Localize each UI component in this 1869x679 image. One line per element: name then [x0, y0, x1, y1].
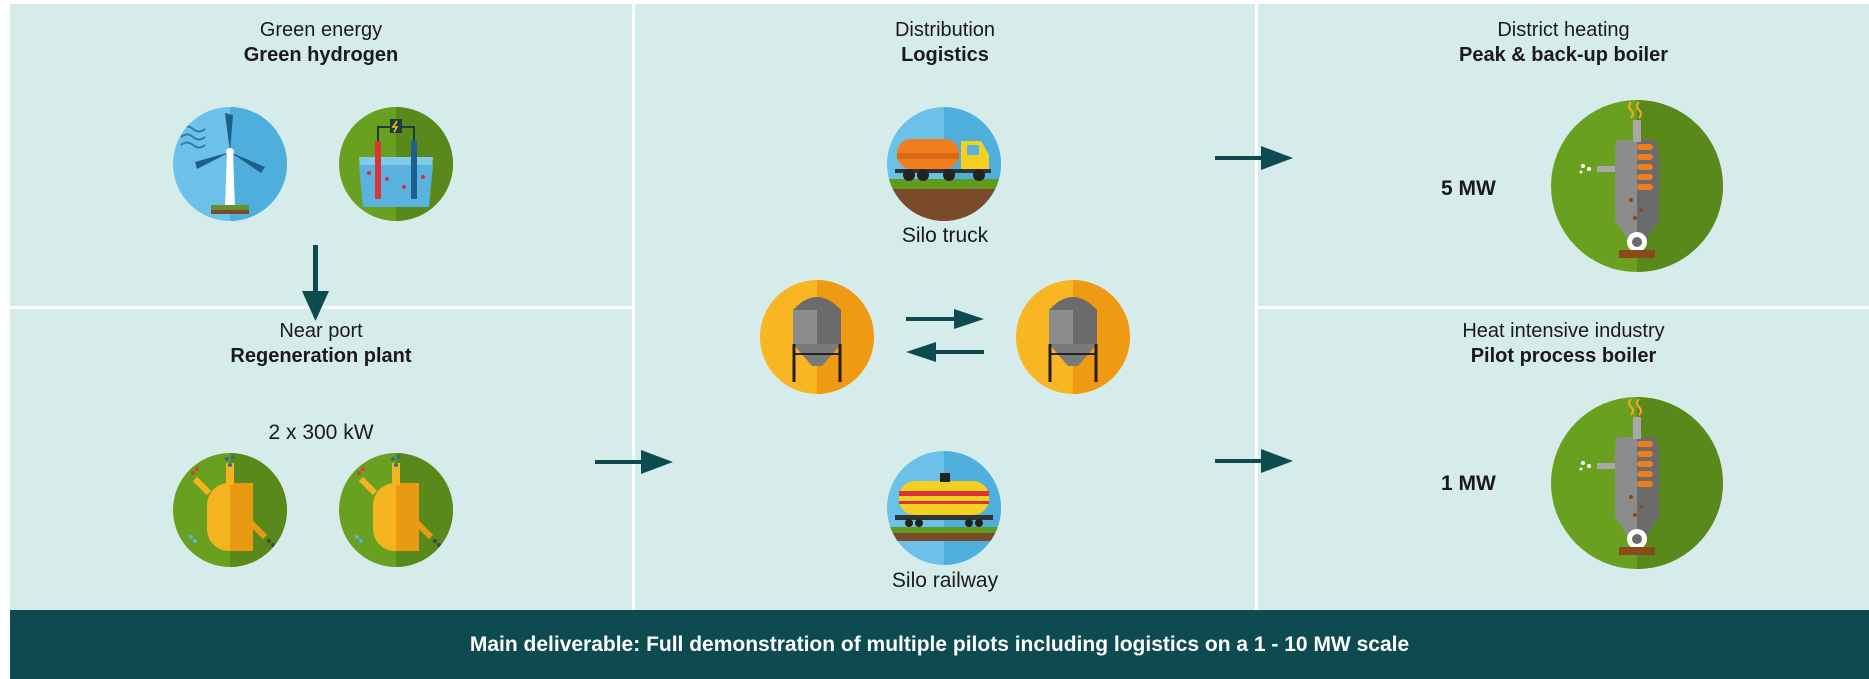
boiler-icon — [1551, 397, 1723, 569]
panel-heading: Pilot process boiler — [1470, 345, 1657, 367]
silo-truck-label: Silo truck — [901, 224, 989, 247]
panel-subtitle: Distribution — [894, 19, 996, 41]
arrow-down-icon — [302, 245, 329, 321]
panel-heading: Regeneration plant — [230, 345, 412, 367]
regeneration-reactor-icon — [339, 453, 453, 567]
panel-title: Green energy Green hydrogen — [10, 18, 632, 68]
electrolyser-icon — [339, 107, 453, 221]
panel-subtitle: Green energy — [259, 19, 383, 41]
arrow-left-icon — [906, 342, 984, 362]
panel-green-energy: Green energy Green hydrogen — [10, 4, 632, 306]
panel-subtitle: Heat intensive industry — [1462, 320, 1665, 342]
panel-heading: Peak & back-up boiler — [1459, 44, 1668, 66]
panel-subtitle: District heating — [1497, 19, 1630, 41]
panel-title: Distribution Logistics — [635, 18, 1255, 68]
arrow-right-icon — [906, 309, 984, 329]
silo-truck-icon — [887, 107, 1001, 221]
wind-turbine-icon — [173, 107, 287, 221]
panel-regeneration: Near port Regeneration plant 2 x 300 kW — [10, 309, 632, 610]
capacity-label: 2 x 300 kW — [268, 421, 374, 444]
footer-text: Main deliverable: Full demonstration of … — [469, 632, 1410, 656]
panel-title: District heating Peak & back-up boiler — [1258, 18, 1869, 68]
panel-title: Heat intensive industry Pilot process bo… — [1258, 319, 1869, 369]
silo-railway-icon — [887, 451, 1001, 565]
panel-subtitle: Near port — [279, 320, 363, 342]
panel-heading: Logistics — [901, 44, 989, 66]
power-label: 5 MW — [1441, 177, 1496, 200]
silo-icon — [1016, 280, 1130, 394]
panel-heading: Green hydrogen — [243, 44, 399, 66]
power-label: 1 MW — [1441, 472, 1496, 495]
boiler-icon — [1551, 100, 1723, 272]
arrow-right-icon — [595, 450, 673, 474]
panel-title: Near port Regeneration plant — [10, 319, 632, 369]
arrow-right-icon — [1215, 146, 1293, 170]
footer-banner: Main deliverable: Full demonstration of … — [10, 610, 1869, 679]
arrow-right-icon — [1215, 449, 1293, 473]
silo-railway-label: Silo railway — [891, 569, 999, 592]
silo-icon — [760, 280, 874, 394]
regeneration-reactor-icon — [173, 453, 287, 567]
